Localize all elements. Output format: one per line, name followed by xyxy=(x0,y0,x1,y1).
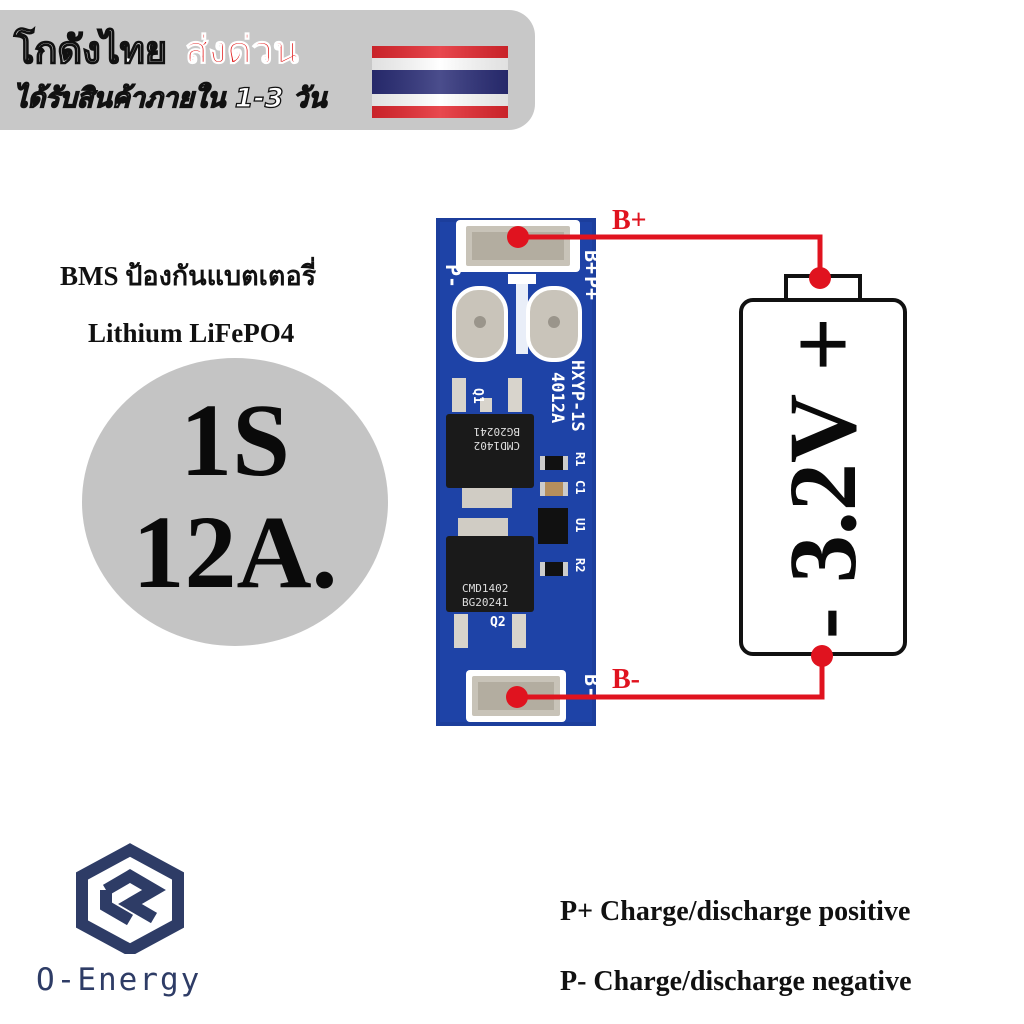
bms-pcb-board xyxy=(436,218,596,726)
product-title: BMS ป้องกันแบตเตอรี่ xyxy=(60,261,317,291)
pcb-label-q2: Q2 xyxy=(490,615,506,630)
b-plus-pad-dot xyxy=(507,226,529,248)
pcb-model: HXYP-1S xyxy=(567,360,587,432)
pcb-label-b-minus: B- xyxy=(580,674,604,698)
banner-subtitle: ได้รับสินค้าภายใน 1-3 วัน xyxy=(13,82,327,114)
legend-p-plus: P+ Charge/discharge positive xyxy=(560,896,911,927)
pcb-label-u1: U1 xyxy=(573,518,587,532)
thai-flag-icon xyxy=(372,46,508,118)
battery-minus-dot xyxy=(811,645,833,667)
banner-title-line: โกดังไทย ส่งด่วน xyxy=(13,27,300,73)
pcb-label-r2: R2 xyxy=(573,558,587,572)
q1-marking-batch: BG20241 xyxy=(474,425,520,438)
product-chemistry: Lithium LiFePO4 xyxy=(88,318,295,348)
pcb-silkscreen: B+ P+ P- B- HXYP-1S 4012A Q1 Q2 R1 R2 C1… xyxy=(441,250,604,698)
q2-marking-model: CMD1402 xyxy=(462,582,508,595)
shipping-banner: โกดังไทย ส่งด่วน ได้รับสินค้าภายใน 1-3 วั… xyxy=(0,10,535,130)
battery-plus-dot xyxy=(809,267,831,289)
legend-p-minus: P- Charge/discharge negative xyxy=(560,966,912,997)
pcb-label-r1: R1 xyxy=(573,452,587,466)
q1-marking-model: CMD1402 xyxy=(474,439,520,452)
battery-voltage-text: - 3.2V + xyxy=(769,316,876,640)
wires xyxy=(506,226,833,708)
b-minus-pad-dot xyxy=(506,686,528,708)
mosfet-markings: CMD1402 BG20241 CMD1402 BG20241 xyxy=(462,425,520,609)
spec-badge: 1S 12A. xyxy=(82,358,388,646)
brand-name: O-Energy xyxy=(36,962,202,998)
pcb-label-c1: C1 xyxy=(573,480,587,494)
q2-marking-batch: BG20241 xyxy=(462,596,508,609)
spec-config: 1S xyxy=(180,383,290,498)
spec-current: 12A. xyxy=(132,495,338,610)
battery-voltage: - 3.2V + xyxy=(738,306,908,650)
o-energy-logo-icon xyxy=(76,843,184,954)
pcb-label-p-plus: P+ xyxy=(580,276,604,300)
pcb-rating: 4012A xyxy=(547,372,567,423)
b-plus-label: B+ xyxy=(612,205,647,236)
b-minus-label: B- xyxy=(612,664,640,695)
pcb-label-q1: Q1 xyxy=(470,388,485,404)
pcb-label-p-minus: P- xyxy=(441,264,465,288)
banner-title: โกดังไทย xyxy=(13,27,168,72)
pcb-label-b-plus: B+ xyxy=(580,250,604,274)
banner-highlight: ส่งด่วน xyxy=(185,28,300,73)
